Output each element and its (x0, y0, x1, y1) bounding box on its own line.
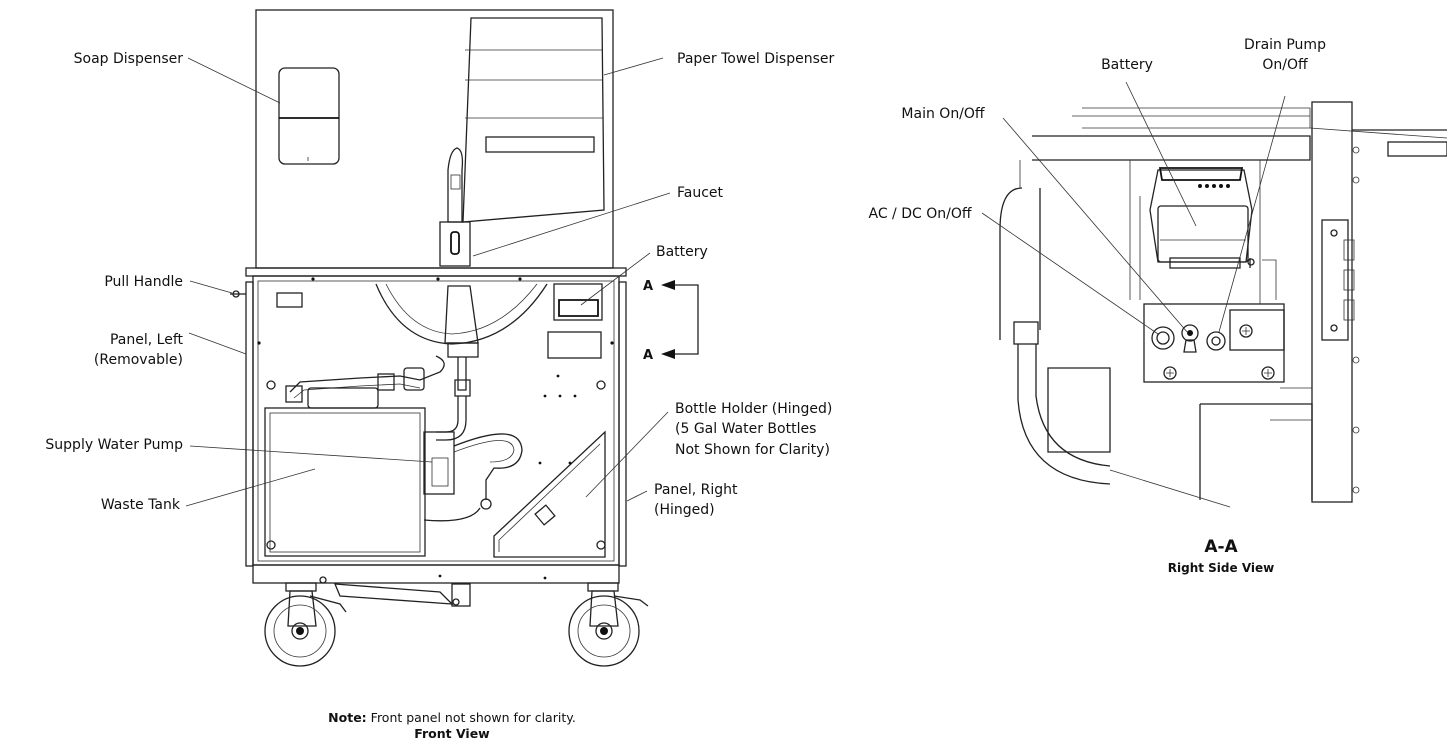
label-battery-side: Battery (1101, 57, 1153, 73)
front-view-title: Front View (414, 726, 490, 741)
bottle-holder (493, 430, 606, 558)
label-bottle-holder-line1: Bottle Holder (Hinged) (675, 401, 832, 417)
backsplash-panel (255, 9, 614, 269)
section-marker-bottom: A (643, 348, 653, 363)
hinge-post (1311, 101, 1353, 503)
note-text: Front panel not shown for clarity. (367, 710, 576, 725)
faucet (439, 147, 471, 267)
label-faucet: Faucet (677, 185, 724, 201)
paper-towel-dispenser (462, 17, 605, 223)
label-panel-left-line2: (Removable) (94, 352, 183, 368)
label-paper-towel-dispenser: Paper Towel Dispenser (677, 51, 834, 67)
label-supply-water-pump: Supply Water Pump (45, 437, 183, 453)
sink-basin (375, 283, 548, 358)
front-view-labels: Soap Dispenser Paper Towel Dispenser Fau… (45, 51, 834, 518)
side-leader-lines (981, 81, 1286, 508)
side-view-title: Right Side View (1168, 561, 1274, 575)
battery-front (547, 283, 603, 359)
note-bold: Note: (328, 710, 367, 725)
side-view-caption: A-A Right Side View (1168, 537, 1274, 575)
supply-water-pump (423, 431, 523, 522)
label-waste-tank: Waste Tank (101, 497, 181, 513)
soap-dispenser (278, 67, 340, 165)
label-panel-left-line1: Panel, Left (110, 332, 184, 348)
counter-top (245, 267, 627, 277)
section-title: A-A (1204, 537, 1238, 557)
left-panel (245, 281, 254, 567)
label-panel-right-line1: Panel, Right (654, 482, 738, 498)
front-view-note: Note: Front panel not shown for clarity. (328, 710, 576, 725)
waste-tank (264, 387, 426, 557)
label-bottle-holder-line3: Not Shown for Clarity) (675, 442, 830, 458)
label-battery-front: Battery (656, 244, 708, 260)
label-soap-dispenser: Soap Dispenser (74, 51, 184, 67)
cart-base (252, 564, 620, 584)
front-view-drawing (230, 9, 649, 667)
left-caster (264, 582, 347, 667)
rivet-dots (257, 277, 614, 580)
side-view-labels: Battery Drain Pump On/Off Main On/Off AC… (868, 37, 1326, 222)
label-main-on-off: Main On/Off (901, 106, 985, 122)
switch-panel (1143, 303, 1285, 383)
side-view-drawing (999, 101, 1447, 503)
label-ac-dc-on-off: AC / DC On/Off (868, 206, 971, 222)
label-drain-pump-line1: Drain Pump (1244, 37, 1326, 53)
label-panel-right-line2: (Hinged) (654, 502, 715, 518)
section-marker-top: A (643, 279, 653, 294)
label-bottle-holder-line2: (5 Gal Water Bottles (675, 421, 816, 437)
right-caster (568, 582, 649, 667)
front-leader-lines (185, 57, 671, 507)
right-panel (618, 281, 627, 567)
label-drain-pump-line2: On/Off (1262, 57, 1308, 73)
pull-handle (230, 290, 246, 298)
section-arrows: A A (643, 279, 699, 363)
front-view-caption: Note: Front panel not shown for clarity.… (328, 710, 576, 741)
label-pull-handle: Pull Handle (104, 274, 183, 290)
battery-side (1149, 167, 1253, 269)
